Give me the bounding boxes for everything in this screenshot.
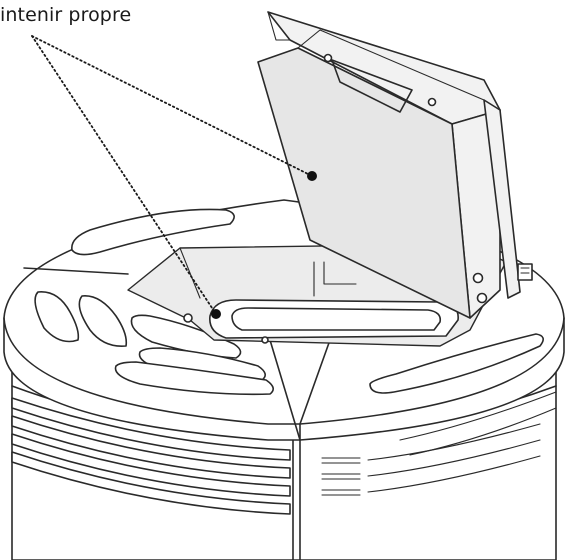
vent-slots [321,391,557,496]
callout-label: intenir propre [0,4,132,26]
callout-point-container [211,309,221,319]
rim-slots [34,208,544,396]
body-ribs-left [11,397,291,515]
callout-point-lid [307,171,317,181]
callout-leaders [31,35,317,319]
hopper-lid [257,11,533,319]
